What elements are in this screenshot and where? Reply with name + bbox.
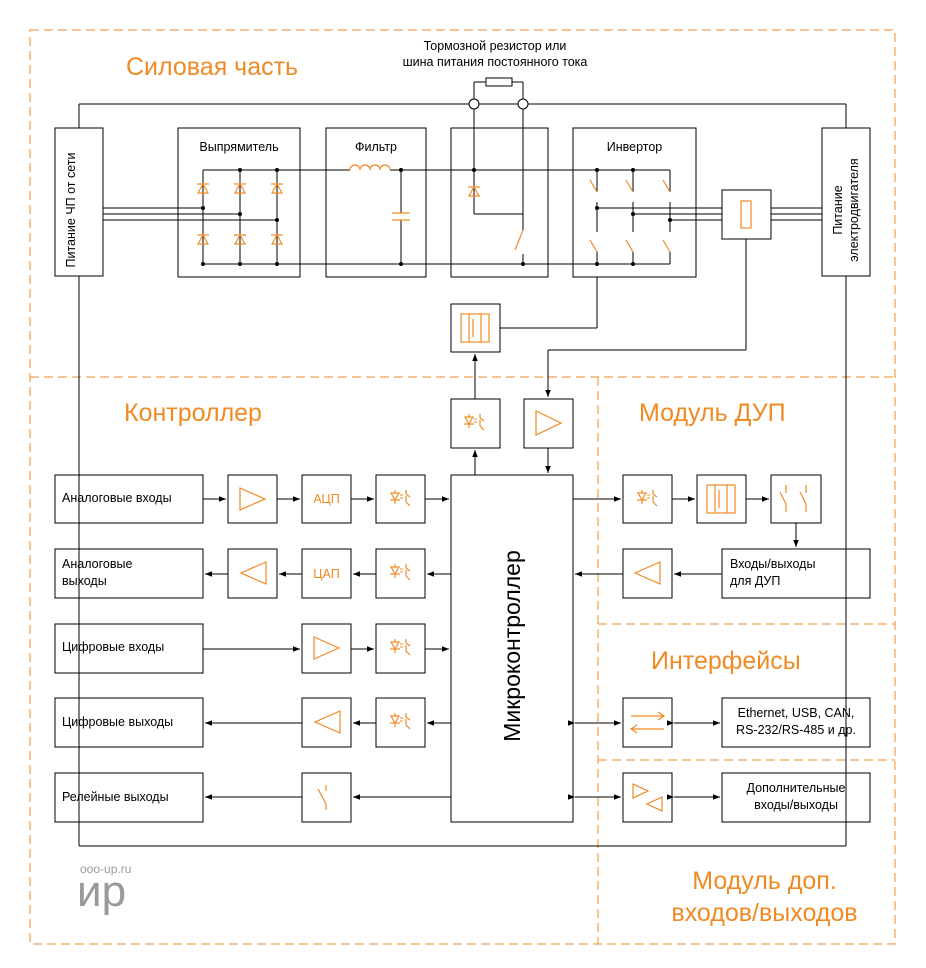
inverter-block xyxy=(572,127,697,278)
section-title-dup: Модуль ДУП xyxy=(639,399,786,427)
extra-io-line2: входы/выходы xyxy=(754,798,838,812)
extra-io-block xyxy=(721,772,871,823)
iface-xcvr-block xyxy=(622,697,673,748)
oc3-block xyxy=(375,623,426,674)
oc4-block xyxy=(375,697,426,748)
digital-out-block xyxy=(54,697,204,748)
iface-ports-block xyxy=(721,697,871,748)
dup-amp-block xyxy=(622,548,673,599)
power-wiring xyxy=(78,103,847,847)
watermark-url: ooo-up.ru xyxy=(80,862,132,876)
dup-switch-block xyxy=(770,474,822,524)
section-title-extra-line1: Модуль доп. xyxy=(692,867,837,895)
amp4-block xyxy=(301,697,352,748)
dup-io-label-line1: Входы/выходы xyxy=(730,557,816,571)
mcu-block xyxy=(450,474,574,823)
dac-label: ЦАП xyxy=(313,567,340,581)
extra-io-line1: Дополнительные xyxy=(746,781,846,795)
section-borders xyxy=(29,29,896,945)
iface-ports-line1: Ethernet, USB, CAN, xyxy=(737,706,855,720)
gate-driver-block xyxy=(450,303,501,353)
brake-block xyxy=(450,127,549,278)
oc1-block xyxy=(375,474,426,524)
dup-oc-block xyxy=(622,474,673,524)
analog-out-label-line1: Аналоговые xyxy=(62,557,133,571)
section-title-power: Силовая часть xyxy=(126,53,299,81)
dup-io-label-line2: для ДУП xyxy=(730,574,781,588)
amp3-block xyxy=(301,623,352,674)
analog-out-label-line2: выходы xyxy=(62,574,107,588)
section-title-extra-line2: входов/выходов xyxy=(671,899,858,927)
relay-block xyxy=(301,772,352,823)
relay-out-block xyxy=(54,772,204,823)
component-symbols xyxy=(196,164,807,812)
extra-xcvr-block xyxy=(622,772,673,823)
brake-note-line1: Тормозной резистор или xyxy=(423,39,567,53)
current-sensor-block xyxy=(721,189,772,240)
amp-down-block xyxy=(523,398,574,449)
relay-out-label: Релейные выходы xyxy=(62,790,169,804)
dup-mos-block xyxy=(696,474,747,524)
motor-label: Питание электродвигателя xyxy=(831,158,861,262)
section-title-interfaces: Интерфейсы xyxy=(651,647,801,675)
amp2-block xyxy=(227,548,278,599)
digital-out-label: Цифровые выходы xyxy=(62,715,174,729)
rectifier-block xyxy=(177,127,301,278)
adc-label: АЦП xyxy=(313,492,340,506)
digital-in-label: Цифровые входы xyxy=(62,640,165,654)
section-title-controller: Контроллер xyxy=(124,399,262,427)
brake-terminals xyxy=(468,77,529,110)
junction-dots xyxy=(201,168,672,266)
rectifier-label: Выпрямитель xyxy=(199,140,279,154)
oc-up-block xyxy=(450,398,501,449)
brake-note-line2: шина питания постоянного тока xyxy=(402,55,588,69)
analog-in-label: Аналоговые входы xyxy=(62,491,172,505)
filter-label: Фильтр xyxy=(355,140,397,154)
oc2-block xyxy=(375,548,426,599)
analog-out-block xyxy=(54,548,204,599)
iface-ports-line2: RS-232/RS-485 и др. xyxy=(736,723,856,737)
mains-label: Питание ЧП от сети xyxy=(64,152,78,268)
amp1-block xyxy=(227,474,278,524)
inverter-label: Инвертор xyxy=(606,140,663,154)
mcu-label: Микроконтроллер xyxy=(499,550,525,742)
filter-block xyxy=(325,127,427,278)
signal-arrows xyxy=(203,350,799,800)
watermark-logo: ир xyxy=(77,867,127,916)
